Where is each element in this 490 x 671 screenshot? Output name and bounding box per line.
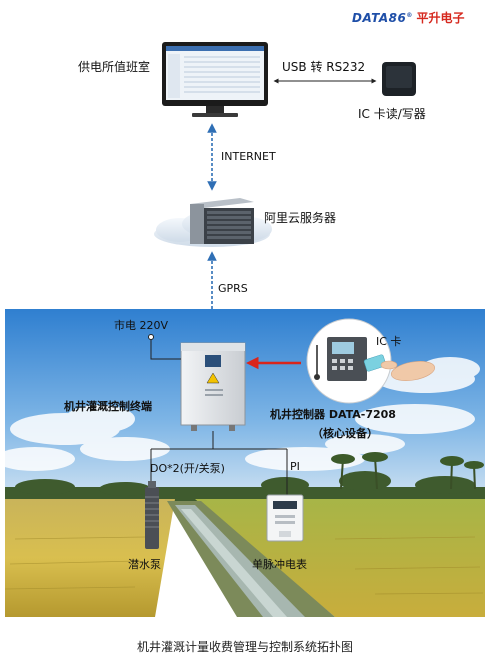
brand-logo-cn: 平升电子 <box>416 11 465 25</box>
monitor-icon <box>162 42 268 117</box>
usb-label: USB 转 RS232 <box>282 60 366 74</box>
internet-label: INTERNET <box>221 150 276 163</box>
figure-caption: 机井灌溉计量收费管理与控制系统拓扑图 <box>136 640 353 654</box>
controller-label: 机井控制器 DATA-7208 <box>270 408 396 421</box>
mains-label: 市电 220V <box>114 319 169 332</box>
ic-reader-icon <box>382 62 416 96</box>
brand-logo-reg: ® <box>406 12 413 19</box>
gprs-label: GPRS <box>218 282 248 295</box>
terminal-cabinet-icon <box>180 342 246 431</box>
terminal-label: 机井灌溉控制终端 <box>64 400 152 413</box>
duty-room-label: 供电所值班室 <box>78 60 151 74</box>
pump-label: 潜水泵 <box>128 558 161 571</box>
core-device-label: （核心设备） <box>312 427 378 440</box>
server-icon <box>190 198 254 244</box>
aliyun-label: 阿里云服务器 <box>264 211 337 225</box>
meter-icon <box>266 494 304 542</box>
controller-device-icon <box>306 318 392 404</box>
field-scene <box>5 309 485 617</box>
top-diagram <box>154 42 416 310</box>
brand-logo-en: DATA86 <box>352 11 407 25</box>
ic-reader-label: IC 卡读/写器 <box>358 107 426 121</box>
pump-icon <box>145 481 159 549</box>
brand-logo: DATA86® 平升电子 <box>352 9 465 26</box>
pi-label: PI <box>290 460 300 473</box>
field-scene-drawing <box>5 309 485 617</box>
hand-icon <box>380 360 436 381</box>
ic-card-label: IC 卡 <box>376 335 402 348</box>
do-label: DO*2(开/关泵) <box>150 462 225 475</box>
meter-label: 单脉冲电表 <box>252 558 307 571</box>
